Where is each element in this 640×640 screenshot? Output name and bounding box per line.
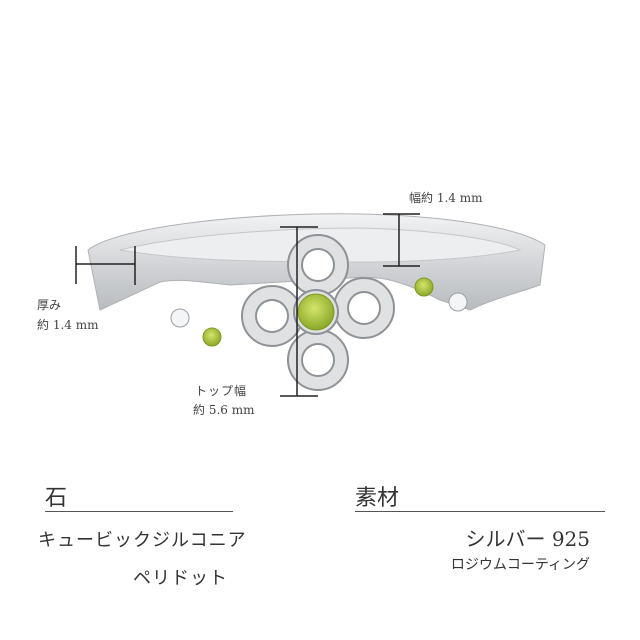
thickness-value: 約 1.4 mm xyxy=(37,318,99,332)
top-width-value: 約 5.6 mm xyxy=(193,403,255,417)
material-item: ロジウムコーティング xyxy=(450,557,590,573)
material-item: シルバー 925 xyxy=(465,527,590,551)
dimension-lines xyxy=(75,213,420,397)
center-peridot xyxy=(297,293,335,331)
thickness-label: 厚み xyxy=(37,298,62,312)
side-stones xyxy=(170,277,468,347)
stone-divider xyxy=(45,511,233,512)
stone-item: キュービックジルコニア xyxy=(38,530,247,551)
stone-item: ペリドット xyxy=(133,568,228,589)
material-heading: 素材 xyxy=(355,486,400,511)
material-divider xyxy=(355,511,605,512)
width-dimension-label: 幅約 1.4 mm xyxy=(409,191,483,205)
stone-heading: 石 xyxy=(45,486,68,511)
top-width-label: トップ幅 xyxy=(195,384,248,398)
